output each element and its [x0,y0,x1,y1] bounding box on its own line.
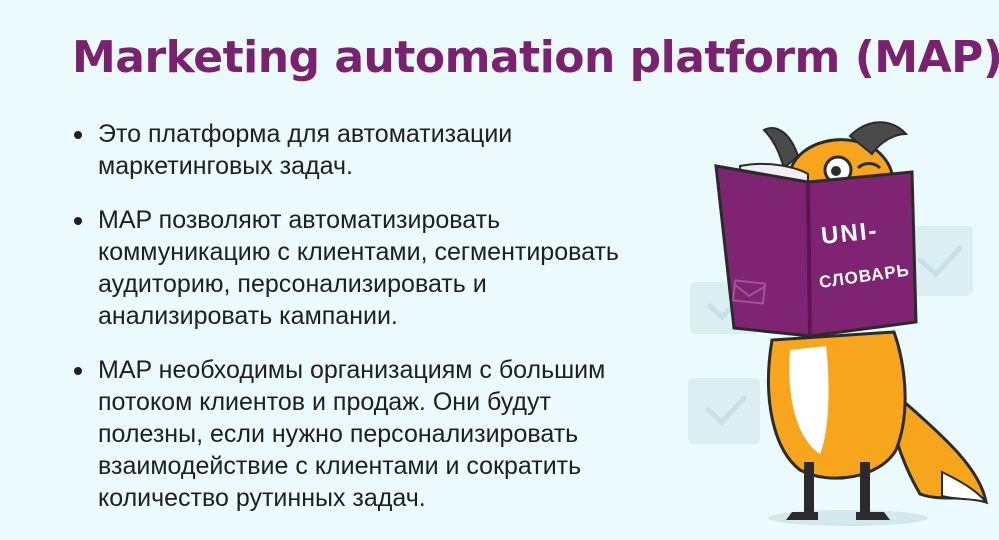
checkmark-card-icon [688,378,760,444]
bullet-line: полезны, если нужно персонализировать [98,420,579,448]
bullet-dot [74,367,82,375]
bullet-line: количество рутинных задач. [98,484,426,512]
page-title: Marketing automation platform (MAP) [72,32,999,83]
bullet-line: Это платформа для автоматизации [98,120,513,148]
envelope-icon [731,279,767,305]
bullet-dot [74,131,82,139]
bullet-item: MAP позволяют автоматизировать коммуника… [72,204,692,332]
fox-leg [804,462,814,514]
bullet-line: коммуникацию с клиентами, сегментировать [98,238,619,266]
bullet-line: аудиторию, персонализировать и [98,270,487,298]
book: UNI- СЛОВАРЬ [714,164,918,338]
bullet-item: MAP необходимы организациям с большим по… [72,354,692,514]
bullet-line: MAP позволяют автоматизировать [98,206,501,234]
bullet-line: MAP необходимы организациям с большим [98,356,606,384]
bullet-item: Это платформа для автоматизации маркетин… [72,118,692,182]
checkmark-card-icon [905,226,973,296]
fox-ear [848,121,909,156]
book-title-line1: UNI- [820,217,880,250]
bullet-line: анализировать кампании. [98,302,398,330]
bullet-line: потоком клиентов и продаж. Они будут [98,388,551,416]
fox-body [766,330,907,480]
fox-ear [762,127,800,170]
fox-leg [860,462,870,514]
bullet-line: маркетинговых задач. [98,152,353,180]
bullet-dot [74,217,82,225]
fox-reading-book-illustration: UNI- СЛОВАРЬ [688,121,989,526]
bullet-line: взаимодействие с клиентами и сократить [98,452,582,480]
bullet-list: Это платформа для автоматизации маркетин… [72,118,692,536]
